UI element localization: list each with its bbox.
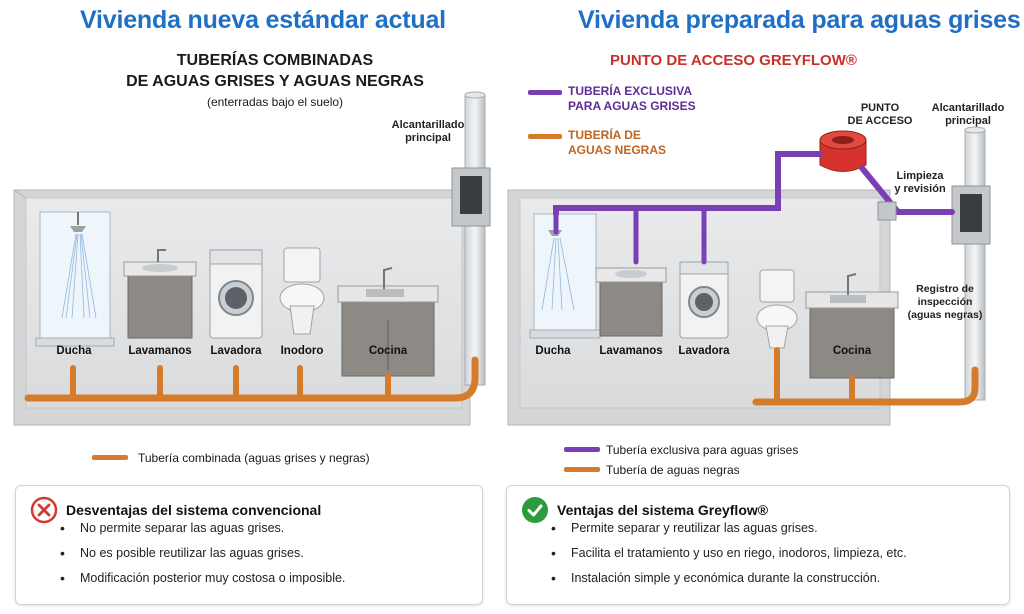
left-washing-machine	[209, 249, 263, 339]
access-point-label-line1: PUNTO	[860, 102, 900, 114]
list-item: No es posible reutilizar las aguas grise…	[60, 541, 345, 566]
right-washing-machine	[679, 261, 729, 339]
left-title: Vivienda nueva estándar actual	[80, 6, 446, 34]
right-bottom-legend-grey-swatch	[564, 447, 600, 452]
inspection-label-line2: inspección	[917, 296, 973, 308]
cleaning-label: Limpieza y revisión	[885, 170, 955, 196]
right-title: Vivienda preparada para aguas grises	[578, 6, 1021, 34]
cross-circle-icon	[30, 496, 58, 524]
inspection-label: Registro de inspección (aguas negras)	[900, 283, 990, 322]
right-shower	[529, 213, 601, 339]
right-bottom-legend-grey-label: Tubería exclusiva para aguas grises	[606, 443, 799, 457]
right-sewer-pipe	[951, 126, 991, 401]
left-fixture-label-lavadora: Lavadora	[210, 345, 262, 357]
left-sewer-label: Alcantarillado principal	[388, 119, 468, 145]
left-subtitle-note: (enterradas bajo el suelo)	[206, 95, 344, 109]
right-legend-black-swatch	[528, 134, 562, 139]
right-legend-grey-line2: PARA AGUAS GRISES	[568, 99, 696, 113]
right-bottom-legend-black-swatch	[564, 467, 600, 472]
right-legend-grey-label: TUBERÍA EXCLUSIVA PARA AGUAS GRISES	[568, 84, 696, 114]
left-sewer-label-line1: Alcantarillado	[391, 119, 465, 131]
left-toilet	[279, 247, 325, 335]
left-subtitle-line2: DE AGUAS GRISES Y AGUAS NEGRAS	[126, 73, 424, 90]
left-fixture-label-ducha: Ducha	[56, 345, 92, 357]
cleaning-label-line2: y revisión	[894, 183, 946, 195]
right-kitchen-sink	[805, 273, 899, 379]
left-kitchen-sink	[337, 267, 439, 377]
right-washbasin	[595, 267, 667, 337]
list-item: Instalación simple y económica durante l…	[551, 566, 907, 591]
access-point-label: PUNTO DE ACCESO	[845, 102, 915, 128]
right-legend-grey-line1: TUBERÍA EXCLUSIVA	[568, 84, 693, 98]
check-circle-icon	[522, 497, 548, 523]
right-grey-water-pipe	[553, 151, 955, 265]
right-black-water-pipe	[752, 347, 979, 406]
right-sewer-label: Alcantarillado principal	[928, 102, 1008, 128]
right-sewer-label-line1: Alcantarillado	[931, 102, 1005, 114]
right-bottom-legend-black-label: Tubería de aguas negras	[606, 463, 740, 477]
list-item: No permite separar las aguas grises.	[60, 516, 345, 541]
left-fixture-label-lavamanos: Lavamanos	[128, 345, 192, 357]
disadvantages-list: No permite separar las aguas grises. No …	[60, 516, 345, 591]
list-item: Modificación posterior muy costosa o imp…	[60, 566, 345, 591]
disadvantages-panel: Desventajas del sistema convencional No …	[15, 485, 483, 605]
left-subtitle: TUBERÍAS COMBINADAS DE AGUAS GRISES Y AG…	[100, 50, 450, 92]
advantages-panel: Ventajas del sistema Greyflow® Permite s…	[506, 485, 1010, 605]
right-legend-black-line1: TUBERÍA DE	[568, 128, 641, 142]
right-legend-black-line2: AGUAS NEGRAS	[568, 143, 667, 157]
left-legend-label: Tubería combinada (aguas grises y negras…	[138, 451, 370, 465]
right-toilet	[756, 269, 798, 349]
advantages-title: Ventajas del sistema Greyflow®	[557, 502, 769, 518]
cleaning-label-line1: Limpieza	[896, 170, 944, 182]
left-sewer-label-line2: principal	[405, 132, 451, 144]
right-legend-black-label: TUBERÍA DE AGUAS NEGRAS	[568, 128, 666, 158]
right-fixture-label-lavadora: Lavadora	[678, 345, 730, 357]
inspection-label-line3: (aguas negras)	[907, 309, 983, 321]
right-subtitle: PUNTO DE ACCESO GREYFLOW®	[610, 52, 857, 69]
left-fixture-label-cocina: Cocina	[368, 345, 408, 357]
right-fixture-label-lavamanos: Lavamanos	[599, 345, 663, 357]
left-washbasin	[123, 249, 197, 339]
right-legend-grey-swatch	[528, 90, 562, 95]
access-point-label-line2: DE ACCESO	[847, 115, 913, 127]
left-subtitle-line1: TUBERÍAS COMBINADAS	[176, 52, 374, 69]
access-point-drum	[819, 130, 867, 172]
list-item: Permite separar y reutilizar las aguas g…	[551, 516, 907, 541]
right-sewer-label-line2: principal	[945, 115, 991, 127]
inspection-label-line1: Registro de	[916, 283, 974, 295]
disadvantages-title: Desventajas del sistema convencional	[66, 502, 322, 518]
left-fixture-label-inodoro: Inodoro	[280, 345, 324, 357]
list-item: Facilita el tratamiento y uso en riego, …	[551, 541, 907, 566]
right-fixture-label-ducha: Ducha	[535, 345, 571, 357]
left-combined-pipe	[24, 356, 479, 402]
cleaning-access-fitting	[877, 201, 897, 221]
right-fixture-label-cocina: Cocina	[832, 345, 872, 357]
left-shower	[35, 211, 115, 347]
advantages-list: Permite separar y reutilizar las aguas g…	[551, 516, 907, 591]
left-legend-swatch	[92, 455, 128, 460]
